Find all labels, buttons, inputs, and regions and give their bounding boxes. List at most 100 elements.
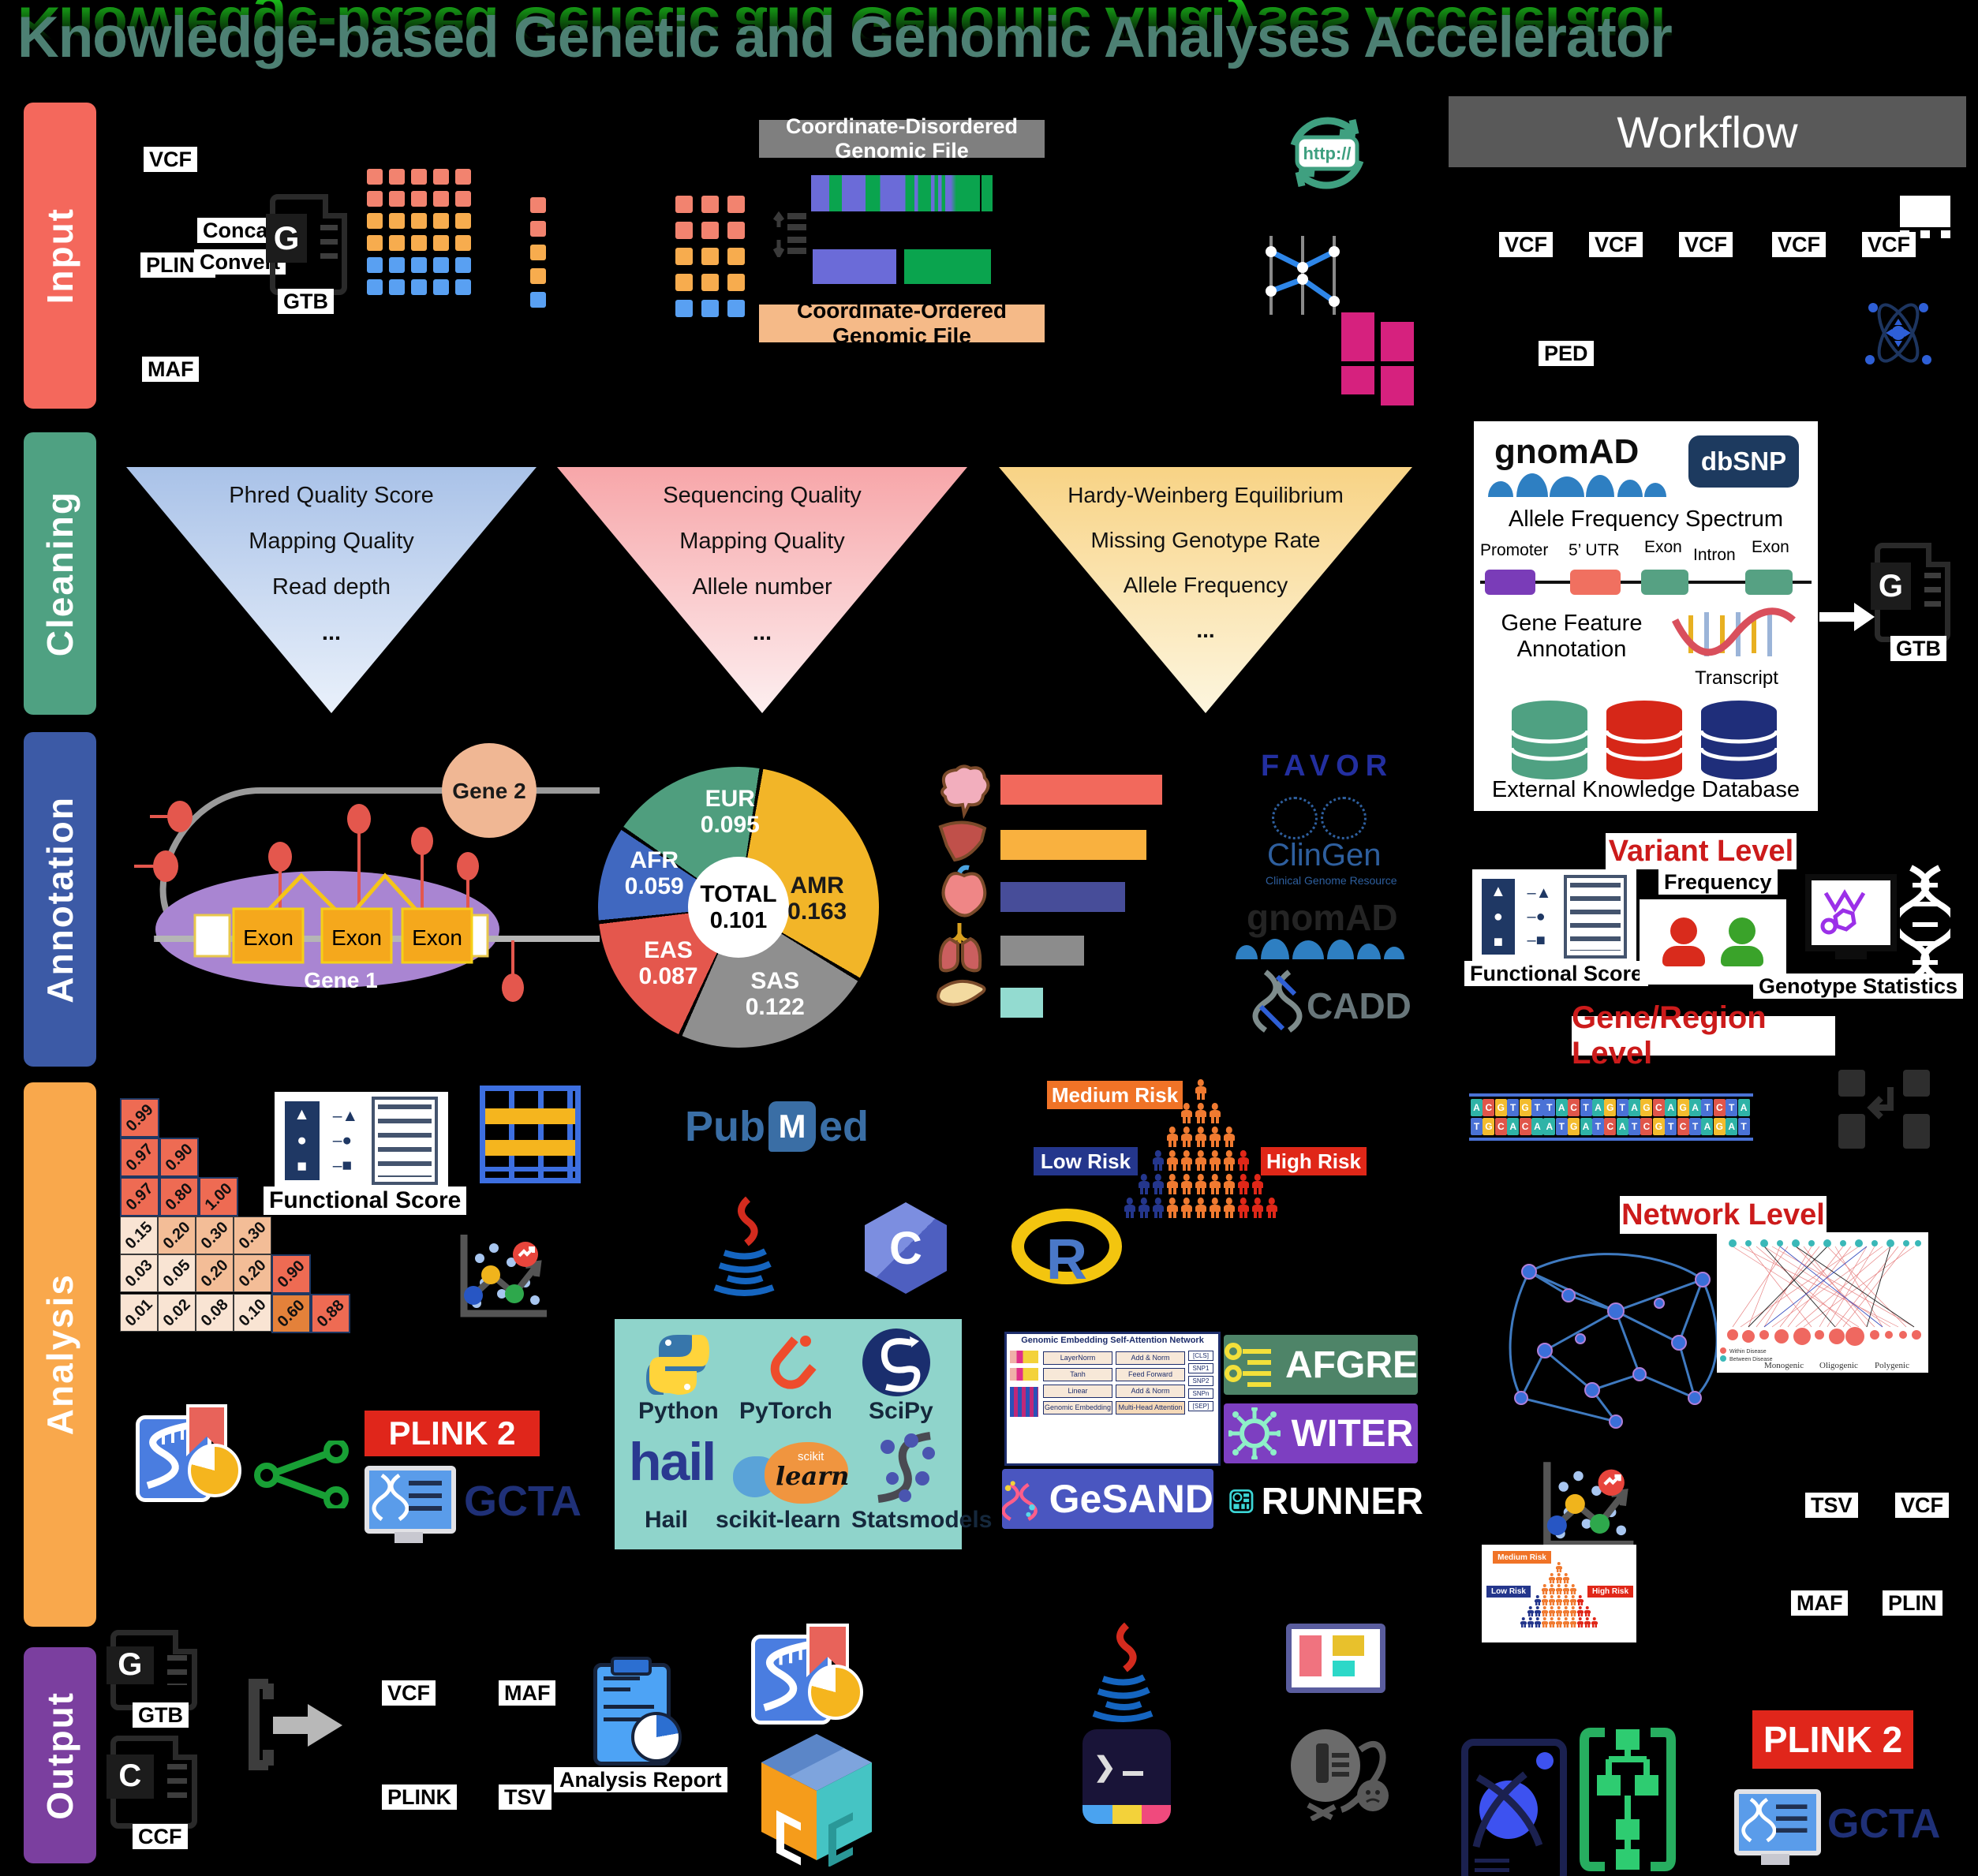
tablet-line xyxy=(1475,1868,1509,1872)
slice-value: 0.059 xyxy=(624,873,684,900)
genotype-cell xyxy=(433,213,449,229)
refresh-arrows-icon: http:// xyxy=(1290,117,1364,189)
dna-base-tile: G xyxy=(1604,1099,1617,1116)
monitor-screen xyxy=(365,1466,456,1534)
genotype-cell xyxy=(675,274,693,291)
format-label-plink-output: PLINK xyxy=(382,1784,457,1811)
dna-base-tile: T xyxy=(1531,1099,1543,1116)
format-label-plin-right: PLIN xyxy=(1883,1590,1942,1616)
person-icon xyxy=(1549,1573,1555,1583)
file-letter: G xyxy=(1871,562,1911,611)
dna-base-tile: T xyxy=(1555,1118,1568,1135)
dna-base-tile: T xyxy=(1543,1099,1556,1116)
track-label-promoter: Promoter xyxy=(1480,541,1549,559)
gesand-panel-title: Genomic Embedding Self-Attention Network xyxy=(1021,1336,1204,1345)
sidebar-annotation-label: Annotation xyxy=(39,795,80,1003)
region-merge-icon xyxy=(1838,1070,1933,1149)
funnel-read-quality: Phred Quality Score Mapping Quality Read… xyxy=(126,467,537,713)
risk-pyramid-mini xyxy=(1516,1562,1602,1628)
software-stack-box: Python PyTorch SciPy hail scikit learn H… xyxy=(615,1319,992,1549)
monitor-stand xyxy=(394,1532,423,1543)
person-icon xyxy=(1556,1573,1562,1583)
person-icon xyxy=(1591,1617,1598,1627)
genotype-cell xyxy=(675,196,693,213)
gnomad-logo-annotation: gnomAD xyxy=(1247,897,1398,938)
matrix-cell: 1.00 xyxy=(199,1177,238,1216)
page-title: Knowledge-based Genetic and Genomic Anal… xyxy=(17,6,1673,69)
java-logo xyxy=(713,1196,775,1296)
organ-bar-heart xyxy=(1000,882,1125,912)
genotype-cell xyxy=(701,300,719,317)
globe-icon xyxy=(1272,797,1318,839)
matrix-cell: 0.08 xyxy=(196,1294,234,1332)
cadd-dna-icon xyxy=(1252,970,1303,1033)
merge-arrow xyxy=(1867,1087,1894,1119)
funnel-line: Allele number xyxy=(692,574,832,600)
person-icon xyxy=(1195,1198,1207,1218)
person-icon xyxy=(1210,1127,1221,1147)
track-label-exon: Exon xyxy=(1644,538,1682,556)
low-risk-tag: Low Risk xyxy=(1034,1147,1138,1175)
variant-level-text: Variant Level xyxy=(1608,834,1794,868)
person-icon xyxy=(1195,1103,1207,1123)
gesand-col2: Add & Norm Feed Forward Add & Norm Multi… xyxy=(1114,1348,1187,1423)
ccf-label-output: CCF xyxy=(133,1824,188,1850)
disordered-file-header: Coordinate-Disordered Genomic File xyxy=(759,114,1045,163)
ccf-file-icon-output: C xyxy=(107,1736,197,1829)
scatter-plot-icon-2 xyxy=(1543,1462,1634,1549)
svg-text:http://: http:// xyxy=(1303,144,1351,163)
organ-bar-pancreas xyxy=(1000,988,1043,1018)
dna-base-tile: T xyxy=(1471,1118,1483,1135)
network-level-header: Network Level xyxy=(1620,1196,1827,1234)
disease-network-figure: Within Disease Between Disease Monogenic… xyxy=(1717,1232,1928,1373)
person-icon xyxy=(1556,1595,1562,1605)
genotype-cell xyxy=(433,191,449,207)
c-letter: C xyxy=(889,1222,922,1274)
person-icon xyxy=(1266,1198,1278,1218)
person-icon xyxy=(1224,1174,1236,1194)
dna-base-tile: T xyxy=(1628,1118,1641,1135)
cube-3d-icon xyxy=(761,1734,872,1867)
genotype-cell xyxy=(530,197,546,213)
risk-pyramid xyxy=(1114,1079,1288,1221)
haplotype-phase-icon xyxy=(1266,236,1340,315)
funnel-line: Read depth xyxy=(272,574,391,600)
genotype-cell xyxy=(727,248,745,265)
sklearn-label: scikit-learn xyxy=(716,1507,841,1533)
automation-robot-icon xyxy=(1291,1729,1389,1821)
clipboard-clip xyxy=(611,1657,652,1676)
dna-base-tile: A xyxy=(1616,1118,1628,1135)
matrix-cell: 0.99 xyxy=(120,1098,159,1138)
functional-score-icon-annotation: ▲●■ –▲–●–■ xyxy=(1472,869,1636,964)
gesand-mini-figure: Genomic Embedding Self-Attention Network… xyxy=(1004,1332,1221,1466)
genotype-cell xyxy=(727,222,745,239)
table-row-highlight xyxy=(485,1140,575,1156)
genotype-cell xyxy=(389,257,405,273)
dna-base-tile: G xyxy=(1640,1099,1653,1116)
dna-base-tile: A xyxy=(1689,1099,1702,1116)
person-icon xyxy=(1549,1617,1555,1627)
svg-text:Monogenic: Monogenic xyxy=(1764,1361,1804,1370)
person-icon xyxy=(1563,1606,1569,1616)
afgre-label: AFGRE xyxy=(1285,1343,1418,1386)
file-letter: G xyxy=(266,214,308,263)
sidebar-output-label: Output xyxy=(39,1691,80,1820)
genotype-cell xyxy=(530,268,546,284)
functional-score-icon-analysis: ▲●■ –▲–●–■ xyxy=(275,1092,448,1190)
pytorch-label: PyTorch xyxy=(739,1398,832,1424)
score-list-icon: –▲–●–■ xyxy=(1527,884,1552,949)
person-icon xyxy=(1195,1174,1207,1194)
dna-base-tile: C xyxy=(1604,1118,1617,1135)
genotype-cell xyxy=(530,245,546,260)
genotype-cell xyxy=(411,235,427,251)
runner-tool-box: RUNNER xyxy=(1229,1477,1423,1526)
disordered-genome-bar xyxy=(811,175,993,211)
genotype-grid-large xyxy=(367,169,471,295)
functional-score-label-analysis: Functional Score xyxy=(264,1187,467,1215)
funnel-line: Mapping Quality xyxy=(249,529,414,554)
track-label-5utr: 5’ UTR xyxy=(1569,541,1620,559)
dna-base-tile: A xyxy=(1701,1118,1714,1135)
person-icon xyxy=(1535,1595,1541,1605)
analysis-report-icon xyxy=(593,1657,682,1766)
